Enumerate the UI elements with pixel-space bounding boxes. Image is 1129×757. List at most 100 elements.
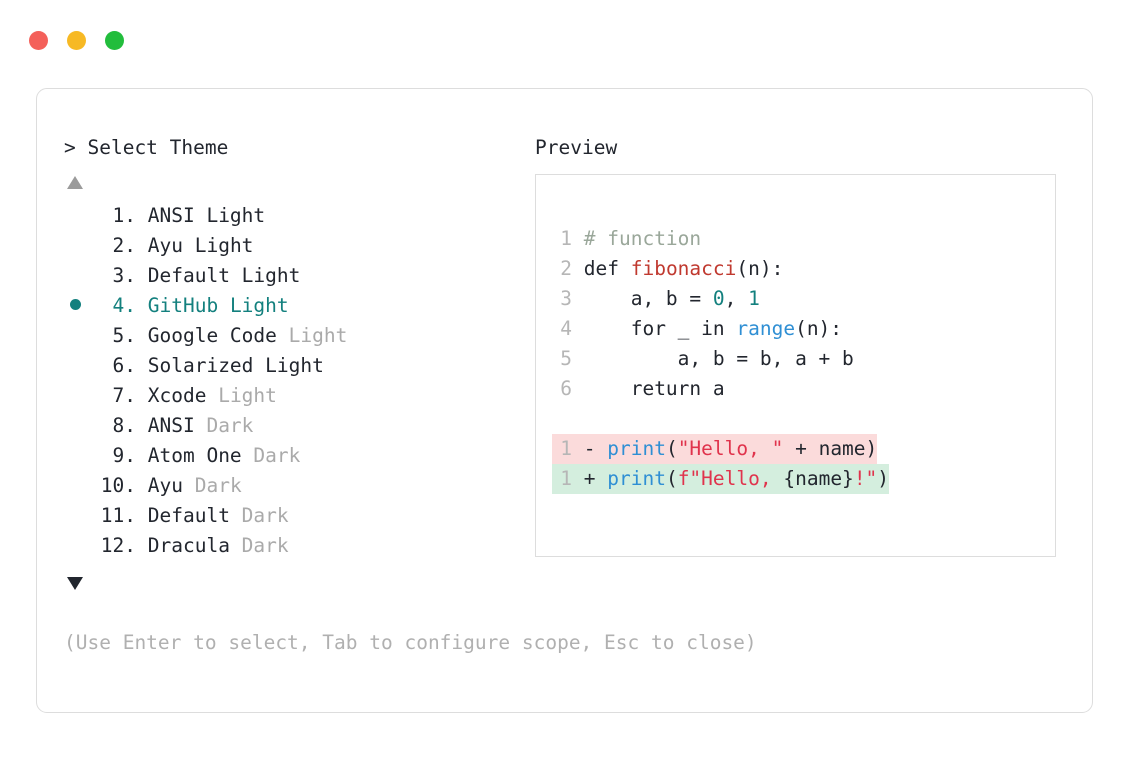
line-number: 2	[560, 257, 572, 280]
theme-item-variant: Light	[265, 354, 324, 377]
theme-list-item[interactable]: 9. Atom One Dark	[64, 441, 534, 471]
code-token: print	[607, 467, 666, 490]
minimize-button[interactable]	[67, 31, 86, 50]
window-controls	[29, 31, 124, 50]
code-token: + name)	[783, 437, 878, 460]
theme-item-number: 1.	[112, 204, 136, 227]
theme-item-gap	[136, 441, 148, 471]
code-token: (	[665, 467, 678, 490]
page-title: > Select Theme	[64, 134, 534, 162]
theme-item-name: Google Code	[147, 324, 289, 347]
diff-sign: +	[572, 467, 608, 490]
theme-item-name: ANSI	[147, 414, 207, 437]
code-token: def	[583, 257, 631, 280]
code-gutter-space	[572, 344, 584, 374]
code-gutter-space	[572, 224, 584, 254]
code-token: 0	[712, 287, 725, 310]
theme-list-item[interactable]: 8. ANSI Dark	[64, 411, 534, 441]
diff-lines: 1 - print("Hello, " + name)1 + print(f"H…	[552, 434, 1049, 494]
theme-item-name: Ayu	[147, 234, 195, 257]
theme-item-name: Xcode	[147, 384, 219, 407]
code-gutter-space	[572, 314, 584, 344]
theme-item-gap	[136, 231, 148, 261]
code-token: "Hello, "	[677, 437, 784, 460]
theme-item-gap	[136, 381, 148, 411]
code-token: (n):	[736, 257, 784, 280]
theme-item-number: 9.	[112, 444, 136, 467]
diff-line-addition: 1 + print(f"Hello, {name}!")	[552, 464, 890, 494]
theme-list-item[interactable]: 7. Xcode Light	[64, 381, 534, 411]
theme-list-item[interactable]: 3. Default Light	[64, 261, 534, 291]
code-token: (	[665, 437, 678, 460]
theme-item-name: Ayu	[147, 474, 195, 497]
theme-item-gap	[136, 471, 148, 501]
theme-item-variant: Light	[218, 384, 277, 407]
page-title-text: Select Theme	[87, 136, 229, 159]
theme-item-gap	[136, 351, 148, 381]
line-number: 4	[560, 317, 572, 340]
code-token: fibonacci	[630, 257, 737, 280]
theme-item-variant: Light	[194, 234, 254, 257]
theme-list-item[interactable]: 5. Google Code Light	[64, 321, 534, 351]
theme-item-number: 2.	[112, 234, 136, 257]
diff-line-deletion: 1 - print("Hello, " + name)	[552, 434, 878, 464]
theme-item-gap	[136, 201, 148, 231]
theme-item-variant: Light	[288, 324, 348, 347]
theme-item-name: Dracula	[147, 534, 242, 557]
theme-item-gap	[136, 531, 148, 561]
theme-item-variant: Light	[229, 294, 289, 317]
keyboard-hint: (Use Enter to select, Tab to configure s…	[64, 631, 757, 654]
line-number: 5	[560, 347, 572, 370]
code-token: (n):	[795, 317, 843, 340]
theme-item-variant: Dark	[253, 444, 301, 467]
code-token: for _ in	[583, 317, 737, 340]
scroll-up-icon[interactable]	[67, 176, 83, 189]
code-token: ,	[724, 287, 749, 310]
code-token: print	[607, 437, 666, 460]
theme-item-name: GitHub	[147, 294, 230, 317]
theme-item-gap	[136, 291, 148, 321]
theme-item-name: Solarized	[147, 354, 266, 377]
theme-item-number: 6.	[112, 354, 136, 377]
code-token: return a	[583, 377, 725, 400]
theme-item-number: 4.	[112, 294, 136, 317]
code-token: )	[877, 467, 890, 490]
theme-item-number: 11.	[100, 504, 136, 527]
theme-item-gap	[136, 411, 148, 441]
code-token: a, b = b, a + b	[583, 347, 854, 370]
theme-item-name: ANSI	[147, 204, 207, 227]
code-line: 2 def fibonacci(n):	[552, 254, 1049, 284]
line-number: 1	[560, 227, 572, 250]
theme-list-item[interactable]: 11. Default Dark	[64, 501, 534, 531]
code-line: 5 a, b = b, a + b	[552, 344, 1049, 374]
code-token: f"Hello,	[677, 467, 784, 490]
code-line: 3 a, b = 0, 1	[552, 284, 1049, 314]
theme-list-item[interactable]: 12. Dracula Dark	[64, 531, 534, 561]
theme-list-item[interactable]: 6. Solarized Light	[64, 351, 534, 381]
theme-item-variant: Light	[241, 264, 301, 287]
theme-item-variant: Dark	[241, 504, 289, 527]
theme-list-item[interactable]: 4. GitHub Light	[64, 291, 534, 321]
code-token: 1	[748, 287, 760, 310]
theme-list-item[interactable]: 2. Ayu Light	[64, 231, 534, 261]
theme-item-name: Default	[147, 264, 242, 287]
code-gutter-space	[572, 284, 584, 314]
selected-bullet-icon	[70, 299, 81, 310]
code-line: 6 return a	[552, 374, 1049, 404]
theme-item-gap	[136, 261, 148, 291]
close-button[interactable]	[29, 31, 48, 50]
line-number: 1	[560, 467, 572, 490]
theme-item-variant: Light	[206, 204, 266, 227]
maximize-button[interactable]	[105, 31, 124, 50]
theme-item-gap	[136, 501, 148, 531]
code-token: !"	[853, 467, 878, 490]
theme-item-number: 12.	[100, 534, 136, 557]
code-gutter-space	[572, 374, 584, 404]
theme-list-item[interactable]: 10. Ayu Dark	[64, 471, 534, 501]
scroll-down-icon[interactable]	[67, 577, 83, 590]
theme-list-item[interactable]: 1. ANSI Light	[64, 201, 534, 231]
